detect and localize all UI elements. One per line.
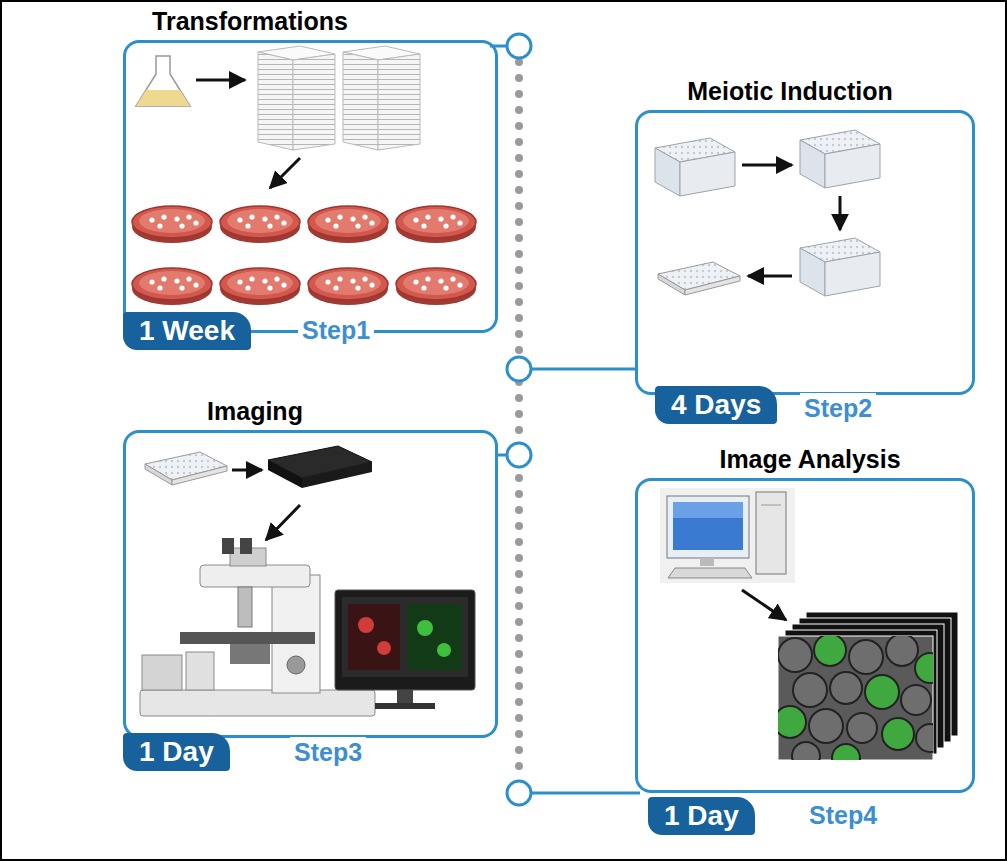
duration-tab: 1 Day	[648, 797, 755, 835]
panel-title: Image Analysis	[719, 444, 900, 474]
step-panel: Meiotic Induction4 DaysStep2	[635, 110, 975, 395]
step-panel: Imaging1 DayStep3	[123, 430, 498, 738]
panel-title: Imaging	[207, 396, 303, 426]
step-label: Step4	[805, 800, 881, 830]
step-panel: Transformations1 WeekStep1	[123, 40, 498, 333]
step-label: Step1	[298, 315, 374, 345]
step-label: Step3	[290, 737, 366, 767]
step-label: Step2	[800, 393, 876, 423]
panel-title: Transformations	[152, 6, 348, 36]
duration-tab: 4 Days	[655, 386, 777, 424]
step-panel: Image Analysis1 DayStep4	[635, 478, 975, 793]
duration-tab: 1 Week	[123, 312, 251, 350]
duration-tab: 1 Day	[123, 733, 230, 771]
panel-title: Meiotic Induction	[687, 76, 893, 106]
